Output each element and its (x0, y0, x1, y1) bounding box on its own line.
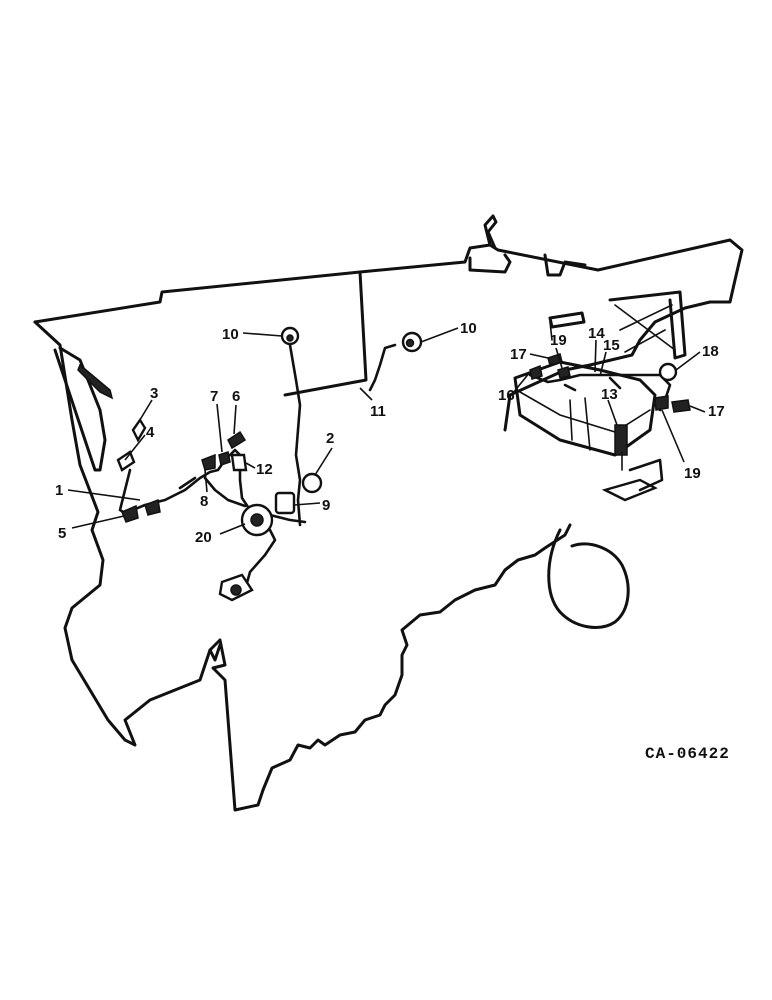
callout-19-bottom: 19 (684, 465, 701, 482)
windshield-wiper-icon (77, 363, 114, 400)
callout-13: 13 (601, 386, 618, 403)
cab-assembly (513, 360, 664, 502)
callout-17-left: 17 (510, 346, 527, 363)
switch-12 (230, 453, 248, 472)
callout-9: 9 (322, 497, 330, 514)
callout-11: 11 (370, 403, 386, 420)
switch-7 (218, 451, 231, 466)
callout-14: 14 (588, 325, 605, 342)
machine-outline (33, 214, 744, 812)
components (77, 326, 691, 602)
callout-18: 18 (702, 343, 719, 360)
callout-1: 1 (55, 482, 63, 499)
switch-6 (227, 430, 247, 450)
wiring-harness (118, 343, 672, 592)
callout-12: 12 (256, 461, 273, 478)
connector-5 (121, 504, 139, 523)
callout-17-right: 17 (708, 403, 725, 420)
connector-8 (201, 453, 216, 471)
callout-10-right: 10 (460, 320, 477, 337)
connector-1 (144, 498, 161, 516)
callout-7: 7 (210, 388, 218, 405)
leader-lines (67, 327, 706, 535)
switch-4 (116, 450, 136, 472)
horn-18 (658, 362, 678, 382)
light-16 (529, 364, 543, 380)
callout-4: 4 (146, 424, 155, 441)
switch-19-bottom (654, 395, 669, 411)
callout-20: 20 (195, 529, 212, 546)
callout-15: 15 (603, 337, 620, 354)
switch-19-top (557, 366, 571, 379)
callout-5: 5 (58, 525, 66, 542)
callout-10-left: 10 (222, 326, 239, 343)
callout-2: 2 (326, 430, 334, 447)
callout-3: 3 (150, 385, 158, 402)
grain-tank-frame (548, 290, 687, 360)
callout-labels: 1 2 3 4 5 6 7 8 9 10 10 11 12 13 14 15 1… (55, 320, 725, 546)
callout-8: 8 (200, 493, 208, 510)
switch-17-right (671, 399, 691, 413)
figure-reference-code: CA-06422 (645, 745, 730, 763)
callout-6: 6 (232, 388, 240, 405)
relay-9 (274, 491, 296, 515)
callout-19-top: 19 (550, 332, 567, 349)
callout-16: 16 (498, 387, 515, 404)
gauge-2 (301, 472, 323, 494)
